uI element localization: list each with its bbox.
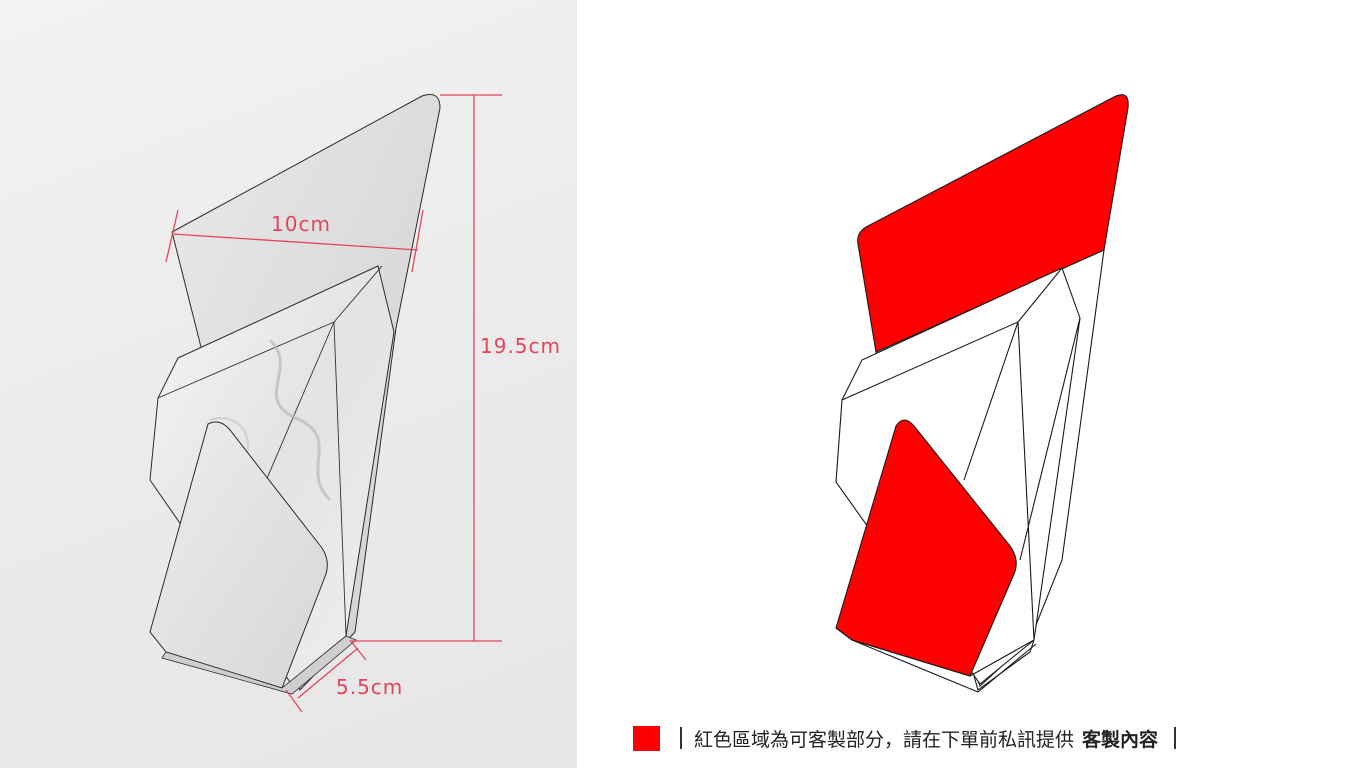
depth-dimension-line <box>285 639 367 713</box>
width-label: 10cm <box>271 212 331 236</box>
legend: 紅色區域為可客製部分，請在下單前私訊提供 客製內容 <box>633 725 1177 751</box>
legend-divider-right <box>1174 727 1177 749</box>
legend-text: 紅色區域為可客製部分，請在下單前私訊提供 <box>694 728 1075 751</box>
height-label: 19.5cm <box>480 334 562 358</box>
front-glass-plate <box>149 421 328 689</box>
trophy-photo <box>149 94 502 713</box>
custom-area-diagram-panel <box>577 0 1366 768</box>
red-swatch <box>633 725 660 751</box>
back-plate-custom-area <box>857 94 1129 353</box>
legend-emphasis: 客製內容 <box>1082 728 1159 751</box>
trophy-line-diagram <box>835 94 1129 693</box>
block-outline <box>835 267 1081 685</box>
depth-label: 5.5cm <box>336 675 404 699</box>
height-dimension-line <box>352 94 502 642</box>
front-plate-custom-area <box>835 419 1017 677</box>
width-dimension-line <box>165 209 424 273</box>
product-photo-panel: 10cm 19.5cm 5.5cm <box>0 0 577 768</box>
legend-divider-left <box>680 727 682 749</box>
